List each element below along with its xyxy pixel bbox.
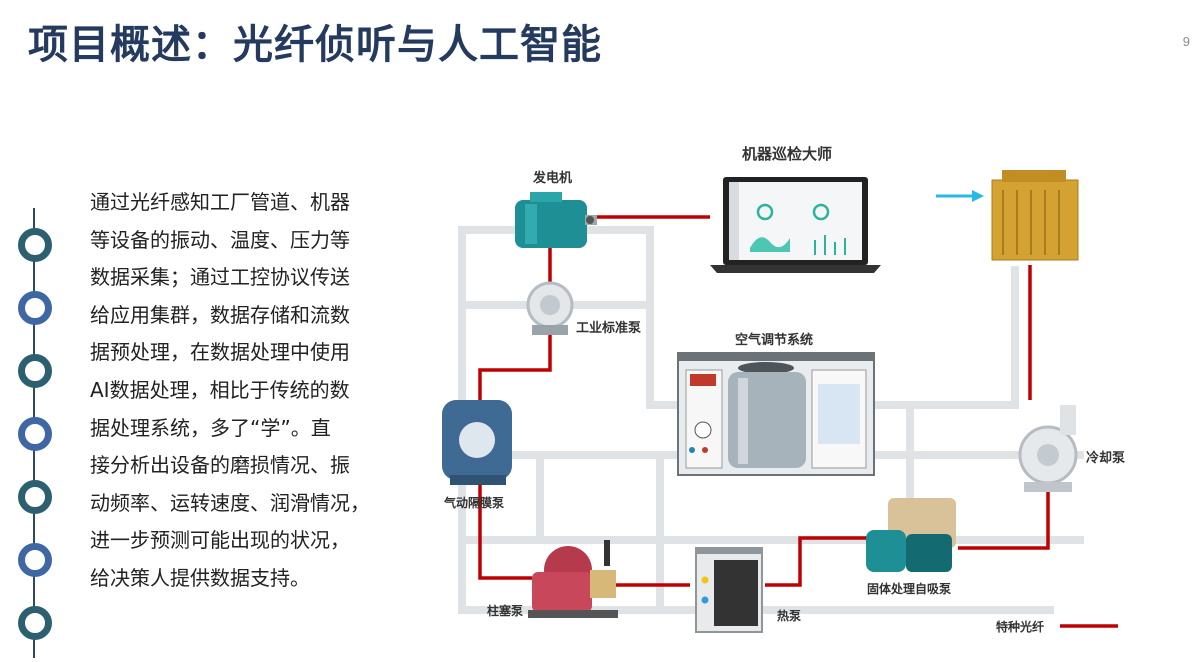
description-text: 通过光纤感知工厂管道、机器 等设备的振动、温度、压力等 数据采集；通过工控协议传… <box>90 184 390 598</box>
description-line: 通过光纤感知工厂管道、机器 <box>90 190 350 214</box>
plunger-pump <box>528 540 618 618</box>
description-line: 接分析出设备的磨损情况、振 <box>90 453 350 478</box>
generator-label: 发电机 <box>532 170 572 186</box>
diaphragm-pump <box>442 400 512 485</box>
description-line: AI数据处理，相比于传统的数 <box>90 377 350 402</box>
description-line: 进一步预测可能出现的状况， <box>90 528 350 553</box>
inflow-arrow <box>936 190 984 202</box>
diaphragm-pump-label: 气动隔膜泵 <box>443 495 504 510</box>
laptop-label: 机器巡检大师 <box>742 145 832 163</box>
description-line: 动频率、运转速度、润滑情况， <box>90 490 370 515</box>
description-line: 据处理系统，多了“学”。直 <box>90 415 331 440</box>
legend-fiber-label: 特种光纤 <box>996 619 1044 634</box>
cooling-tower <box>991 170 1079 261</box>
description-line: 据预处理，在数据处理中使用 <box>90 340 350 365</box>
description-line: 给应用集群，数据存储和流数 <box>90 302 350 327</box>
cooling-pump <box>1018 405 1078 492</box>
heat-pump <box>695 547 763 633</box>
description-line: 数据采集；通过工控协议传送 <box>90 265 350 290</box>
heat-pump-label: 热泵 <box>777 608 801 623</box>
page-title: 项目概述：光纤侦听与人工智能 <box>28 22 602 68</box>
generator <box>515 192 597 248</box>
timeline-dot <box>18 417 52 451</box>
page-number: 9 <box>1182 34 1190 49</box>
industrial-standard-pump <box>526 281 574 335</box>
air-conditioning-unit <box>677 352 875 476</box>
timeline-dot <box>18 543 52 577</box>
cooling-pump-label: 冷却泵 <box>1086 450 1125 466</box>
timeline-dot <box>18 228 52 262</box>
self-priming-pump <box>866 498 956 572</box>
factory-diagram: 发电机 机器巡检大师 工业标准泵 空气调节系统 <box>442 145 1125 634</box>
fiber-network <box>478 215 1118 628</box>
timeline-dot <box>18 354 52 388</box>
timeline-dot <box>18 291 52 325</box>
standard-pump-label: 工业标准泵 <box>576 320 641 336</box>
plunger-pump-label: 柱塞泵 <box>487 603 523 618</box>
description-line: 给决策人提供数据支持。 <box>90 565 310 590</box>
laptop <box>710 177 881 273</box>
timeline-dot <box>18 480 52 514</box>
timeline-dot <box>18 606 52 640</box>
description-line: 等设备的振动、温度、压力等 <box>90 227 350 252</box>
self-priming-pump-label: 固体处理自吸泵 <box>867 581 951 596</box>
air-conditioning-label: 空气调节系统 <box>735 332 813 348</box>
